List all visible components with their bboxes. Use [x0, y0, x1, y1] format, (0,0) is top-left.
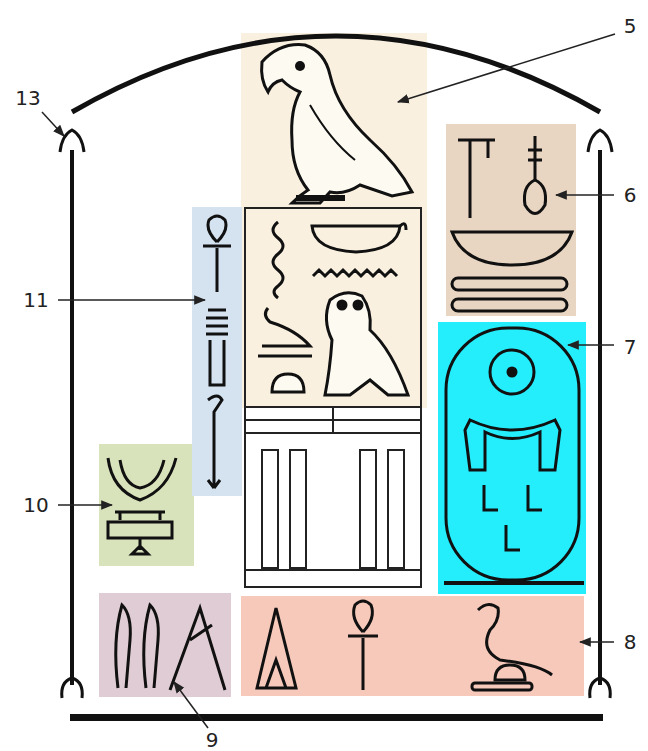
panel-10: [99, 444, 194, 566]
panel-10-glyphs: [108, 458, 176, 554]
panel-8-glyphs: [257, 601, 552, 690]
falcon-glyph: [262, 45, 412, 203]
serekh-frame: [245, 208, 421, 587]
callout-number: 7: [624, 337, 637, 357]
panel-9-glyphs: [116, 605, 225, 690]
callout-number: 11: [23, 290, 48, 310]
callout-number: 9: [206, 730, 219, 750]
callout-number: 10: [23, 495, 48, 515]
panel-7: [438, 322, 586, 594]
callout-number: 5: [624, 16, 637, 36]
panel-11-glyphs: [203, 216, 231, 488]
panel-9: [99, 593, 231, 697]
stela-base: [70, 714, 603, 721]
stela-outline: [60, 36, 612, 698]
name-glyphs: [258, 222, 408, 395]
panel-6: [446, 124, 576, 316]
leader-lines: [42, 34, 615, 728]
callout-number: 13: [15, 88, 40, 108]
callout-number: 6: [624, 185, 637, 205]
cartouche-glyph: [444, 328, 584, 583]
callout-number: 8: [624, 632, 637, 652]
panel-8: [241, 596, 584, 696]
panel-6-glyphs: [452, 136, 572, 311]
panel-11: [192, 207, 242, 496]
